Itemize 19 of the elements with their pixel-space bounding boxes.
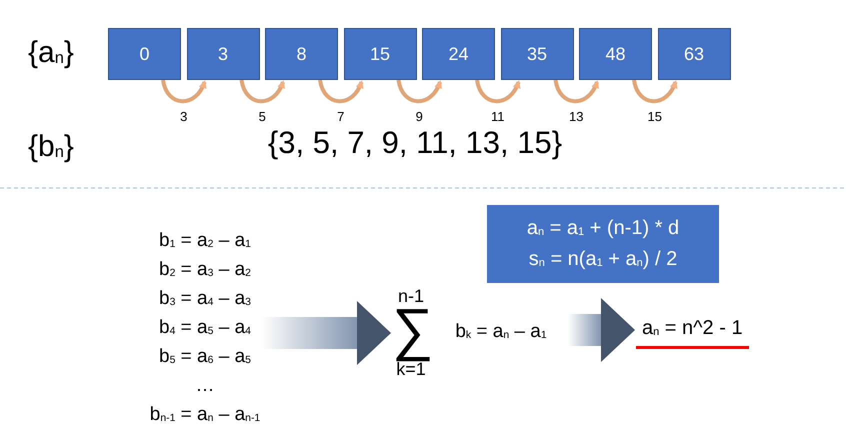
sum-upper-limit: n-1 (396, 285, 425, 307)
term-box: 48 (579, 28, 652, 80)
term-box: 3 (186, 28, 260, 80)
edge-label: 5 (258, 109, 267, 125)
term-box: 24 (422, 28, 495, 80)
edge-label: 11 (490, 109, 506, 125)
term-box: 35 (500, 28, 574, 80)
edge-label: 13 (568, 109, 584, 125)
edge-label: 15 (646, 109, 663, 125)
edge-label: 9 (414, 109, 424, 125)
formula: … (194, 374, 216, 398)
term-box: 8 (265, 28, 338, 80)
term-box: 63 (658, 28, 730, 80)
edge-label: 3 (179, 109, 188, 125)
term-box: 15 (344, 28, 416, 80)
edge-label: 7 (336, 109, 346, 125)
term-box: 0 (108, 28, 181, 80)
sequence-set: {3, 5, 7, 9, 11, 13, 15} (266, 124, 564, 162)
formula-panel (487, 205, 719, 283)
